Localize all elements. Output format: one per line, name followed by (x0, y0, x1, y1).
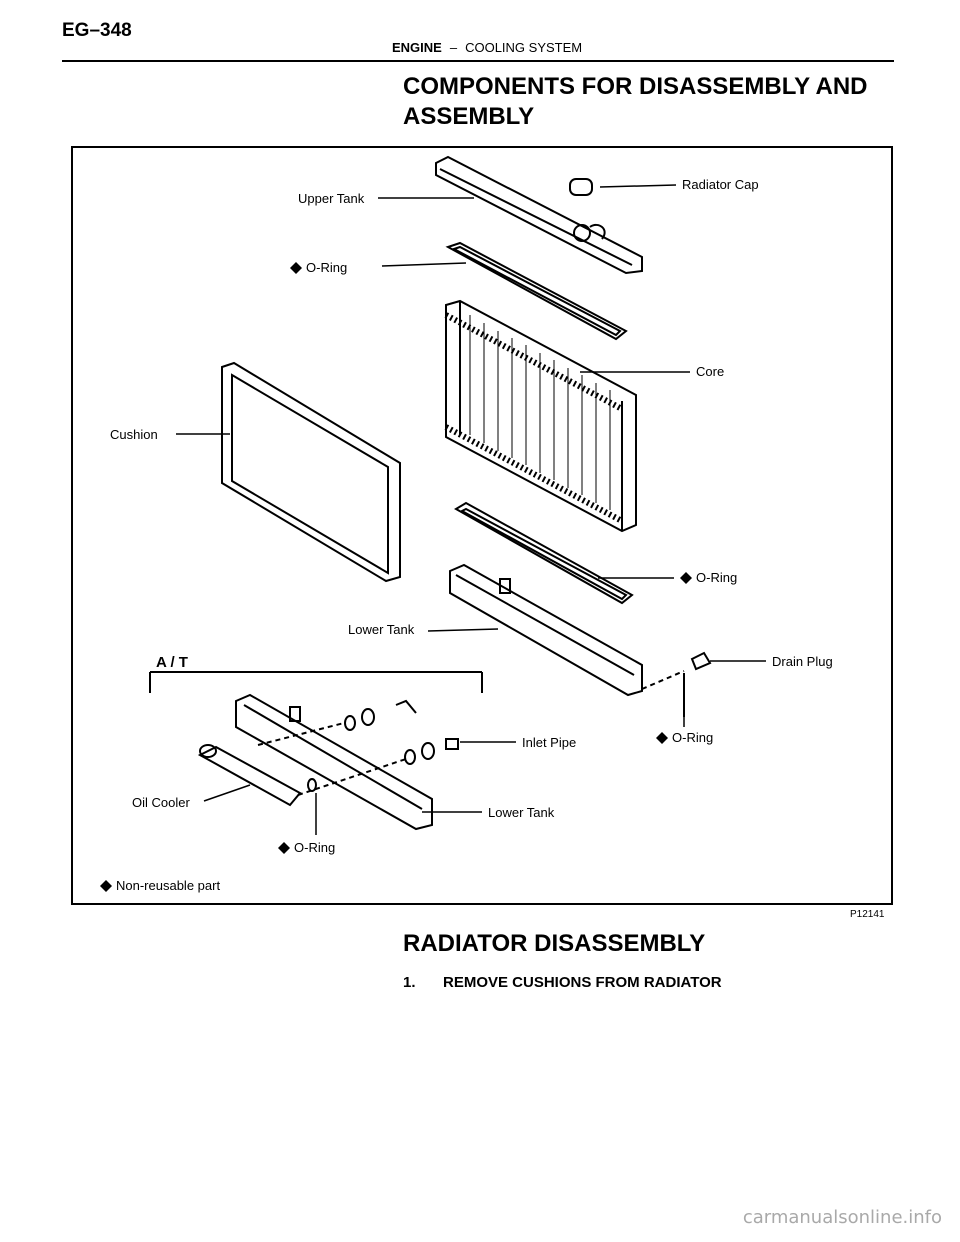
upper-o-ring-drawing (445, 241, 628, 341)
label-o-ring-upper: O-Ring (306, 260, 347, 275)
page-number: EG–348 (62, 20, 132, 41)
lower-tank-drawing (449, 563, 643, 697)
label-o-ring-lower: O-Ring (696, 570, 737, 585)
upper-tank-drawing (435, 155, 643, 275)
figure-code: P12141 (850, 909, 885, 918)
non-reusable-diamond-icons (100, 262, 692, 892)
diamond-icon (100, 880, 112, 892)
label-drain-plug: Drain Plug (772, 654, 833, 669)
header-separator: – (449, 40, 458, 55)
section-title-radiator-disassembly: RADIATOR DISASSEMBLY (403, 930, 706, 957)
watermark: carmanualsonline.info (742, 1207, 942, 1228)
label-o-ring-drain: O-Ring (672, 730, 713, 745)
label-lower-tank-at: Lower Tank (488, 805, 555, 820)
diamond-icon (680, 572, 692, 584)
exploded-diagram: Upper Tank Radiator Cap O-Ring Core Cush… (71, 146, 893, 918)
diamond-icon (290, 262, 302, 274)
components-figure: Upper Tank Radiator Cap O-Ring Core Cush… (70, 145, 894, 918)
running-header: ENGINE–COOLING SYSTEM (392, 40, 582, 55)
label-core: Core (696, 364, 724, 379)
diamond-icon (656, 732, 668, 744)
label-upper-tank: Upper Tank (298, 191, 365, 206)
step-text: REMOVE CUSHIONS FROM RADIATOR (443, 974, 722, 991)
legend-non-reusable: Non-reusable part (116, 878, 220, 893)
at-lower-tank-drawing (235, 693, 433, 831)
figure-frame (71, 146, 893, 905)
header-subsection: COOLING SYSTEM (465, 40, 583, 55)
inlet-pipe-drawing (257, 699, 459, 796)
label-radiator-cap: Radiator Cap (682, 177, 759, 192)
page-title: COMPONENTS FOR DISASSEMBLY AND ASSEMBLY (403, 73, 868, 130)
header-section: ENGINE (392, 40, 442, 55)
oil-cooler-drawing (197, 744, 302, 807)
cushion-drawing (221, 361, 401, 583)
diamond-icon (278, 842, 290, 854)
header-rule (62, 60, 894, 62)
label-o-ring-at: O-Ring (294, 840, 335, 855)
radiator-cap-drawing (569, 178, 593, 196)
label-cushion: Cushion (110, 427, 158, 442)
label-inlet-pipe: Inlet Pipe (522, 735, 576, 750)
drain-plug-drawing (641, 651, 712, 717)
step-item: 1. REMOVE CUSHIONS FROM RADIATOR (403, 974, 722, 991)
step-number: 1. (403, 974, 416, 991)
core-drawing (444, 299, 637, 533)
label-lower-tank: Lower Tank (348, 622, 415, 637)
at-bracket (149, 671, 483, 693)
leader-lines (176, 184, 766, 835)
lower-o-ring-drawing (454, 501, 634, 605)
label-oil-cooler: Oil Cooler (132, 795, 190, 810)
label-at: A / T (156, 654, 188, 671)
